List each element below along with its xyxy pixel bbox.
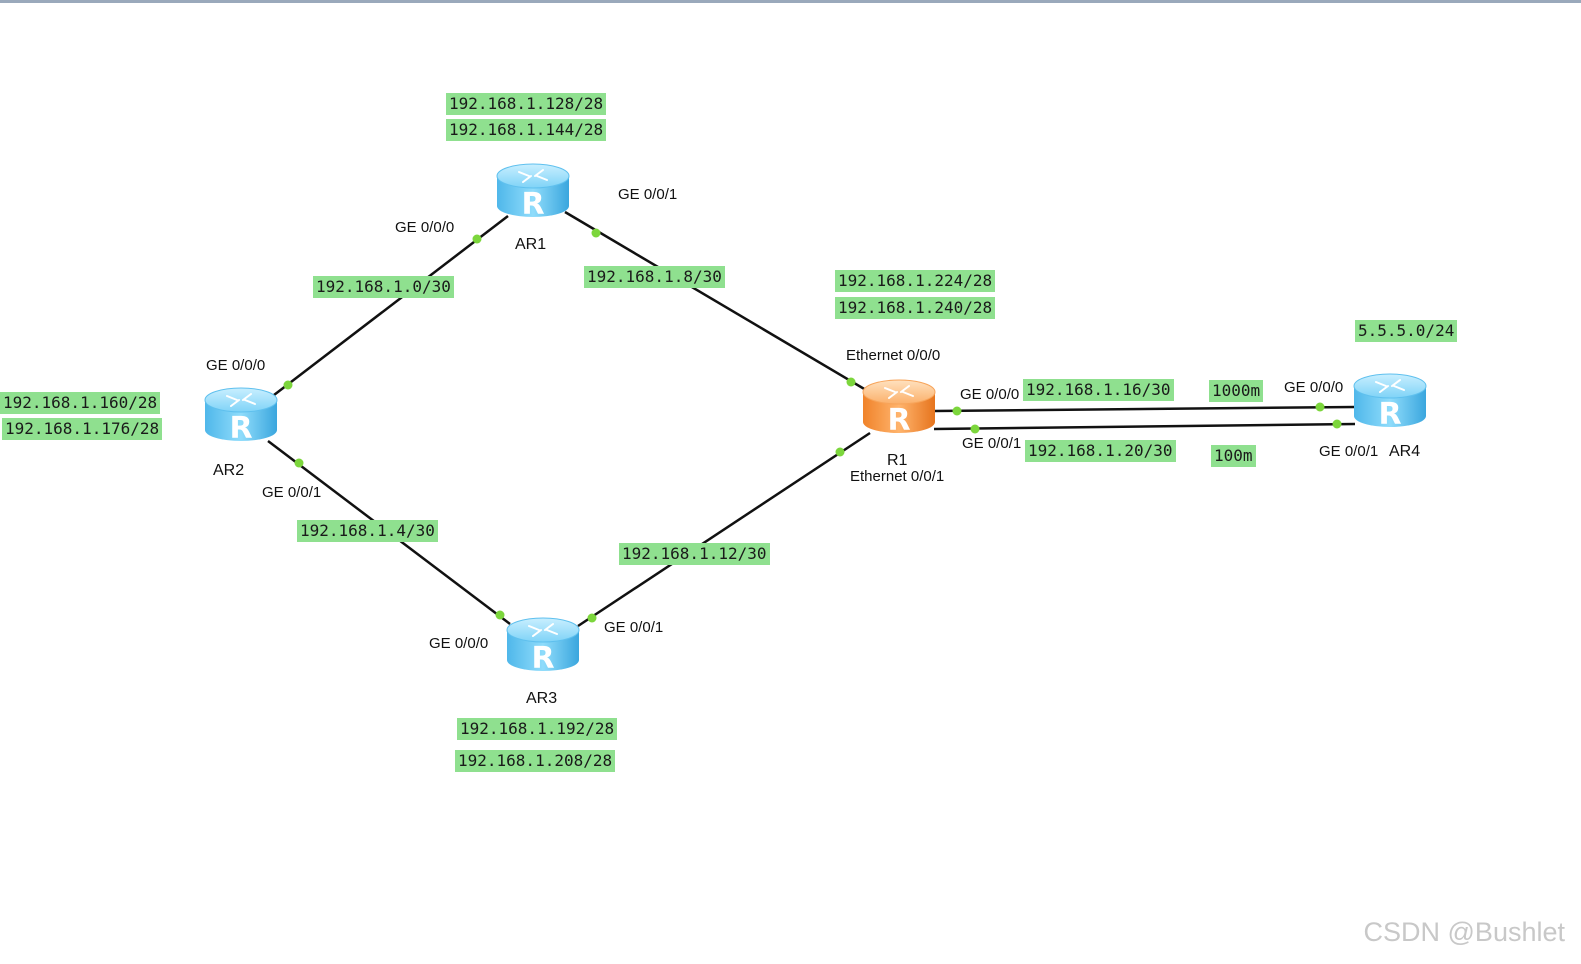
note-ar3-network-1: 192.168.1.192/28 bbox=[457, 718, 618, 740]
note-ar1-network-1: 192.168.1.128/28 bbox=[446, 93, 607, 115]
router-ar2[interactable] bbox=[204, 387, 278, 447]
router-ar3[interactable] bbox=[506, 617, 580, 677]
note-link-ar2-ar3: 192.168.1.4/30 bbox=[297, 520, 438, 542]
device-label-ar1: AR1 bbox=[515, 236, 547, 253]
link-ar3-r1[interactable] bbox=[577, 431, 871, 628]
note-ar3-network-2: 192.168.1.208/28 bbox=[455, 750, 616, 772]
router-ar4[interactable] bbox=[1353, 373, 1427, 433]
port-dot-ar1-ge001[interactable] bbox=[591, 228, 601, 238]
port-dot-ar3-ge001[interactable] bbox=[587, 613, 597, 623]
link-r1-ar4-ge000[interactable] bbox=[933, 405, 1356, 413]
note-r1-network-2: 192.168.1.240/28 bbox=[835, 297, 996, 319]
note-ar1-network-2: 192.168.1.144/28 bbox=[446, 119, 607, 141]
device-label-ar4: AR4 bbox=[1389, 443, 1421, 460]
note-link-r1-ar4-a: 192.168.1.16/30 bbox=[1023, 379, 1174, 401]
router-r1[interactable] bbox=[862, 379, 936, 439]
port-label-ar2-ge001: GE 0/0/1 bbox=[262, 484, 322, 501]
port-dot-r1-e001[interactable] bbox=[835, 447, 845, 457]
note-ar2-network-1: 192.168.1.160/28 bbox=[0, 392, 161, 414]
watermark: CSDN @Bushlet bbox=[1363, 917, 1565, 947]
port-label-ar4-ge001: GE 0/0/1 bbox=[1319, 443, 1379, 460]
router-ar1[interactable] bbox=[496, 163, 570, 223]
port-label-ar2-ge000: GE 0/0/0 bbox=[206, 357, 266, 374]
device-label-ar2: AR2 bbox=[213, 462, 245, 479]
note-ar4-network: 5.5.5.0/24 bbox=[1355, 320, 1458, 342]
link-r1-ar4-ge001[interactable] bbox=[933, 422, 1356, 431]
port-dot-ar2-ge000[interactable] bbox=[283, 380, 293, 390]
note-r1-network-1: 192.168.1.224/28 bbox=[835, 270, 996, 292]
note-link-ar2-ar1: 192.168.1.0/30 bbox=[313, 276, 454, 298]
port-dot-ar4-ge001[interactable] bbox=[1332, 419, 1342, 429]
port-label-ar1-ge001: GE 0/0/1 bbox=[618, 186, 678, 203]
port-dot-r1-ge000[interactable] bbox=[952, 406, 962, 416]
port-label-ar4-ge000: GE 0/0/0 bbox=[1284, 379, 1344, 396]
note-bandwidth-b: 100m bbox=[1211, 445, 1256, 467]
link-ar1-r1[interactable] bbox=[564, 210, 867, 392]
window-top-border bbox=[0, 0, 1581, 3]
note-bandwidth-a: 1000m bbox=[1209, 380, 1264, 402]
note-link-r1-ar4-b: 192.168.1.20/30 bbox=[1025, 440, 1176, 462]
port-label-r1-ge000: GE 0/0/0 bbox=[960, 386, 1020, 403]
port-label-ar3-ge000: GE 0/0/0 bbox=[429, 635, 489, 652]
port-dot-r1-e000[interactable] bbox=[846, 377, 856, 387]
port-dot-ar2-ge001[interactable] bbox=[294, 458, 304, 468]
note-link-ar3-r1: 192.168.1.12/30 bbox=[619, 543, 770, 565]
port-label-r1-e001: Ethernet 0/0/1 bbox=[850, 468, 945, 485]
link-ar2-ar1[interactable] bbox=[273, 215, 509, 396]
device-label-ar3: AR3 bbox=[526, 690, 558, 707]
device-label-r1: R1 bbox=[887, 452, 908, 469]
port-dot-ar3-ge000[interactable] bbox=[495, 610, 505, 620]
port-dot-r1-ge001[interactable] bbox=[970, 424, 980, 434]
port-dot-ar1-ge000[interactable] bbox=[472, 234, 482, 244]
port-label-ar3-ge001: GE 0/0/1 bbox=[604, 619, 664, 636]
port-label-r1-e000: Ethernet 0/0/0 bbox=[846, 347, 941, 364]
port-dot-ar4-ge000[interactable] bbox=[1315, 402, 1325, 412]
note-link-ar1-r1: 192.168.1.8/30 bbox=[584, 266, 725, 288]
port-label-r1-ge001: GE 0/0/1 bbox=[962, 435, 1022, 452]
note-ar2-network-2: 192.168.1.176/28 bbox=[2, 418, 163, 440]
port-label-ar1-ge000: GE 0/0/0 bbox=[395, 219, 455, 236]
